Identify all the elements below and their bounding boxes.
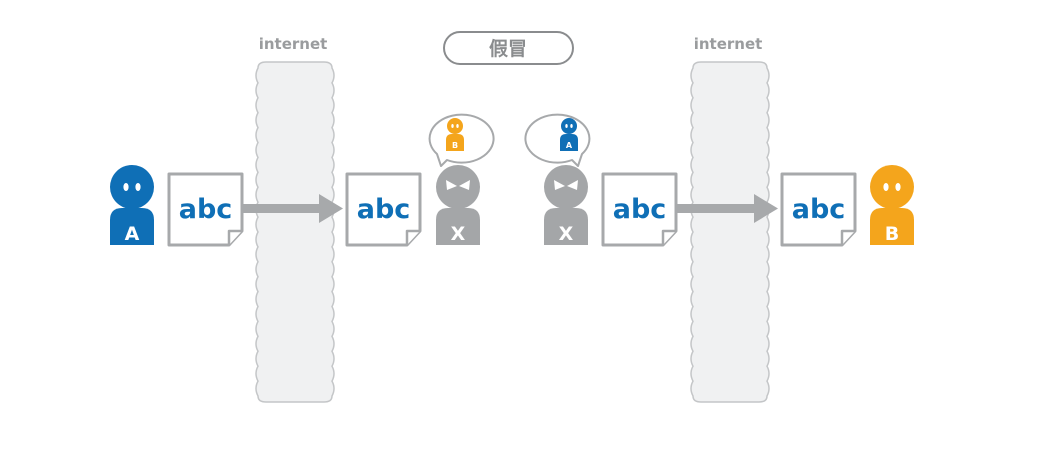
arrow-a-to-x <box>240 194 343 223</box>
person-letter: A <box>125 223 140 245</box>
title-pill-border <box>443 31 574 65</box>
document-from-x: abc <box>601 172 678 247</box>
internet-column-shape <box>690 61 770 403</box>
mini-person-letter: A <box>566 141 573 150</box>
mini-person-eye <box>570 124 573 128</box>
internet-label: internet <box>259 35 328 53</box>
person-letter: B <box>885 223 899 245</box>
document-text: abc <box>792 194 846 225</box>
document-fold <box>840 229 855 245</box>
page-title: 假冒 <box>489 37 527 60</box>
person-eye <box>123 183 129 191</box>
internet-label: internet <box>694 35 763 53</box>
arrow-head <box>319 194 343 223</box>
mini-person-body <box>560 134 578 151</box>
person-x-left: X <box>436 165 480 245</box>
document-from-a: abc <box>167 172 244 247</box>
mini-person-eye <box>456 124 459 128</box>
document-text: abc <box>179 194 233 225</box>
person-x-right: X <box>544 165 588 245</box>
person-body <box>870 208 914 245</box>
arrow-shaft <box>675 204 757 213</box>
person-head <box>436 165 480 209</box>
mini-person-head <box>447 118 463 134</box>
mini-person-letter: B <box>452 141 458 150</box>
internet-right: internet <box>690 35 770 403</box>
person-eye <box>446 180 457 190</box>
person-eye <box>135 183 141 191</box>
arrow-x-to-b <box>675 194 778 223</box>
person-body <box>110 208 154 245</box>
mini-person-head <box>561 118 577 134</box>
internet-left: internet <box>255 35 335 403</box>
mini-person-body <box>446 134 464 151</box>
mini-person-eye <box>565 124 568 128</box>
arrow-shaft <box>240 204 322 213</box>
person-body <box>544 208 588 245</box>
bubble-shape <box>524 113 591 167</box>
speech-bubble-b: B <box>428 113 495 167</box>
person-eye <box>567 180 578 190</box>
document-at-b: abc <box>780 172 857 247</box>
document-fold <box>227 229 242 245</box>
person-head <box>870 165 914 209</box>
person-a: A <box>110 165 154 245</box>
person-eye <box>554 180 565 190</box>
person-head <box>110 165 154 209</box>
document-at-x: abc <box>345 172 422 247</box>
person-body <box>436 208 480 245</box>
title-pill: 假冒 <box>443 31 574 65</box>
speech-bubble-a: A <box>524 113 591 167</box>
person-eye <box>883 183 889 191</box>
person-letter: X <box>559 223 574 245</box>
person-letter: X <box>451 223 466 245</box>
internet-column-shape <box>255 61 335 403</box>
person-b: B <box>870 165 914 245</box>
person-head <box>544 165 588 209</box>
document-fold <box>405 229 420 245</box>
document-text: abc <box>613 194 667 225</box>
document-fold <box>661 229 676 245</box>
person-eye <box>459 180 470 190</box>
mini-person-eye <box>451 124 454 128</box>
person-eye <box>895 183 901 191</box>
document-text: abc <box>357 194 411 225</box>
arrow-head <box>754 194 778 223</box>
